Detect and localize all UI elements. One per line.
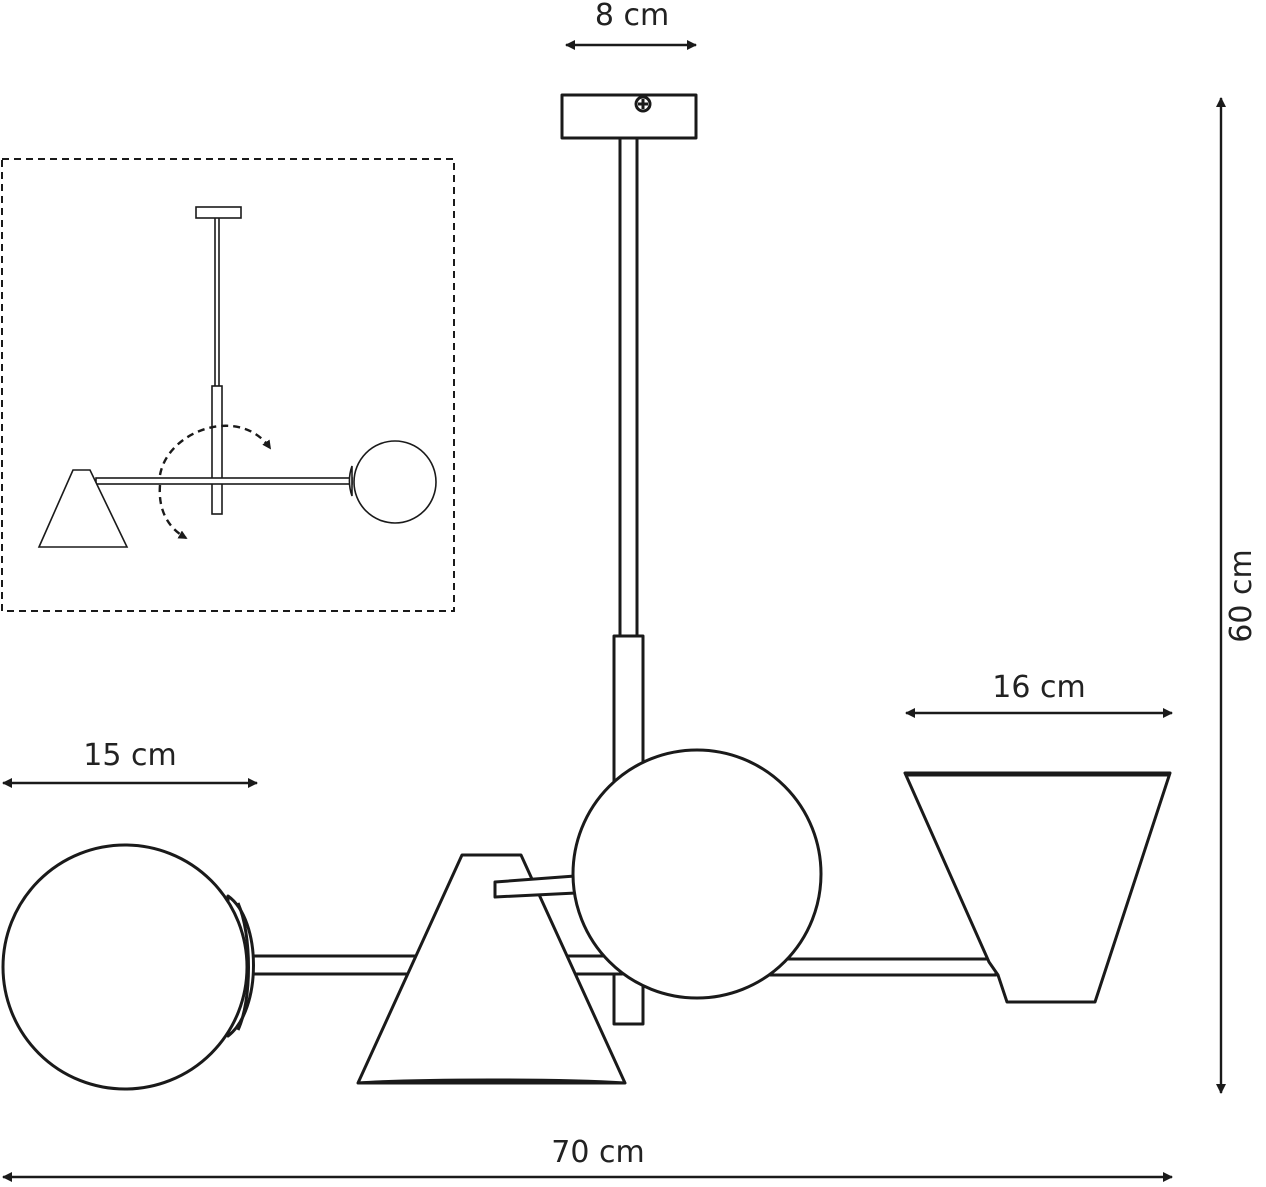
dimension-total-width: 70 cm (2, 1135, 1173, 1182)
suspension-rod (618, 136, 639, 638)
inset-dashed-frame (1, 158, 455, 612)
ceiling-canopy (560, 93, 698, 140)
inset-globe (353, 440, 437, 524)
shade-width-label: 16 cm (992, 670, 1085, 705)
center-cone-shade-base (357, 1078, 626, 1085)
total-height-label: 60 cm (1224, 549, 1259, 642)
dimension-globe-width: 15 cm (2, 738, 258, 788)
inset-rotation-arrow-upper (158, 424, 272, 476)
globe-width-label: 15 cm (83, 738, 176, 773)
inset-sleeve (211, 385, 223, 515)
inset-canopy (195, 206, 242, 219)
dimension-total-height: 60 cm (1216, 97, 1259, 1094)
total-width-label: 70 cm (551, 1135, 644, 1170)
inset-globe-cap (348, 465, 353, 497)
right-arm (768, 957, 998, 977)
center-globe (571, 748, 823, 1000)
main-lamp (1, 93, 1172, 1091)
dimension-shade-width: 16 cm (905, 670, 1173, 718)
canopy-width-label: 8 cm (595, 0, 669, 33)
right-cone-shade (903, 771, 1172, 1004)
inset-arm (95, 477, 353, 485)
dimension-canopy-width: 8 cm (565, 0, 697, 50)
inset-cone-shade (37, 469, 129, 548)
left-globe-highlight (236, 902, 250, 1031)
rotation-inset (1, 158, 455, 612)
inset-rotation-arrow-lower (158, 484, 188, 540)
left-globe (1, 843, 249, 1091)
